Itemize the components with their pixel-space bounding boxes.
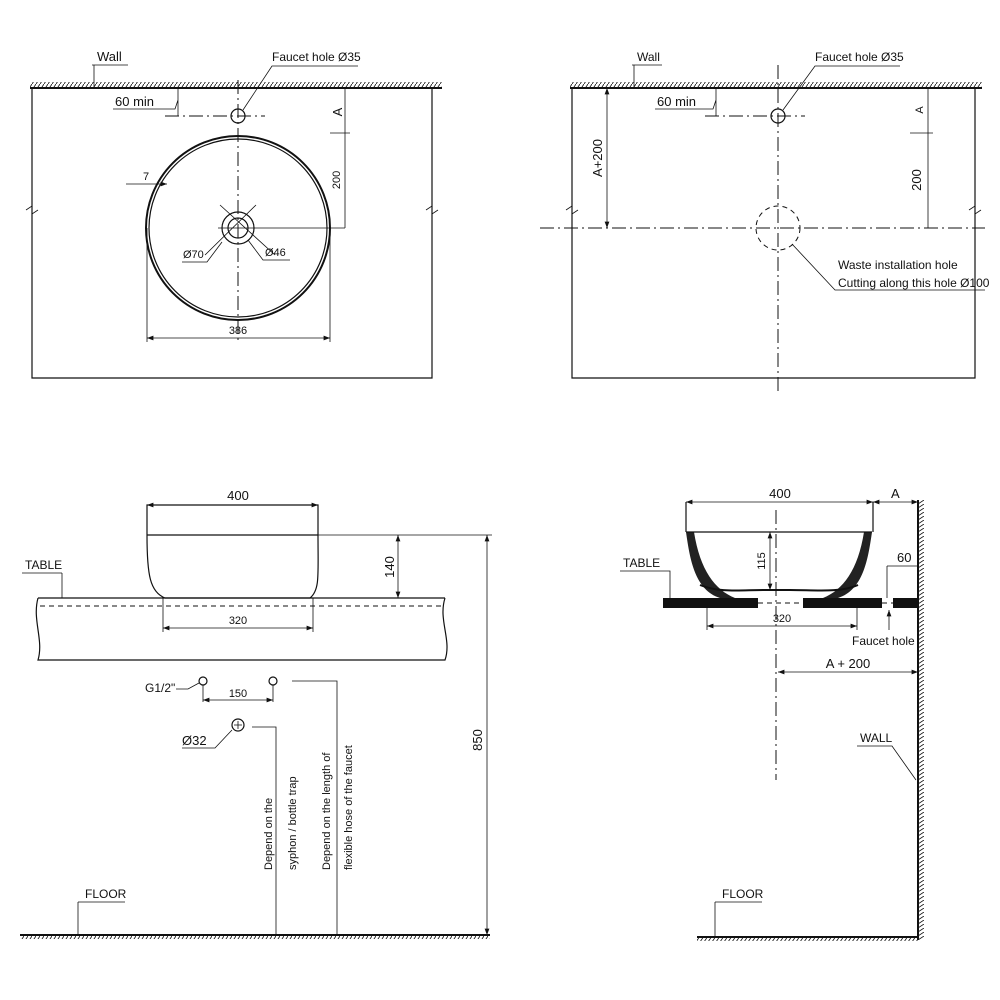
min-distance-dim [655,88,717,116]
table-section [663,598,918,608]
basin-bottom-section [699,584,859,592]
drain-label: Ø32 [182,733,207,748]
inlet-label: G1/2" [145,681,175,695]
wall-label: WALL [860,731,893,745]
top-left-plan-view: Wall Faucet hole Ø35 60 min A 200 7 Ø70 … [25,49,442,379]
dim-200: 200 [331,171,343,189]
table-label: TABLE [25,558,62,572]
diameter-70-leader [182,241,223,263]
break-marks [565,205,982,215]
table-label: TABLE [623,556,660,570]
dim-150: 150 [229,688,247,700]
dim-diameter-70: Ø70 [183,249,204,261]
water-inlet-left [198,676,208,686]
min-distance-label: 60 min [657,94,696,109]
floor-label: FLOOR [722,887,764,901]
min-distance-label: 60 min [115,94,154,109]
basin-upper-body [146,504,319,535]
syphon-dim-line [252,726,277,935]
dim-a-plus-200: A+200 [590,139,605,177]
bottom-right-section-view: 400 A 115 320 60 Faucet hole A + 200 TAB… [620,486,924,941]
faucet-hole-label: Faucet hole Ø35 [272,50,361,64]
dim-850: 850 [470,729,485,751]
table-leader [620,570,671,598]
waste-note-leader [791,243,985,291]
dim-386-extension [146,228,331,342]
wall-leader [857,745,917,781]
hose-dim-line [292,680,338,935]
dim-a-plus-200: A + 200 [826,656,870,671]
floor-hatch [697,937,918,941]
table-slab [35,597,448,661]
floor-leader [714,901,762,937]
countertop-outline [571,88,976,379]
wall-leader [92,64,128,88]
wall-hatch [570,82,982,88]
dim-386: 386 [229,325,247,337]
faucet-hole-leader [782,65,900,111]
drain-outlet [231,718,245,732]
hose-note-line1: Depend on the length of [321,752,333,870]
floor-label: FLOOR [85,887,127,901]
wall-label: Wall [637,50,660,64]
dim-400: 400 [769,486,791,501]
countertop-outline [31,88,433,379]
drain-outlet-cross [234,721,242,729]
drain-leader [182,729,233,749]
syphon-note-line1: Depend on the [263,798,275,870]
faucet-hole-label: Faucet hole Ø35 [815,50,904,64]
drain-crosshair [204,204,345,256]
floor-leader [77,901,125,935]
dim-60: 60 [897,550,911,565]
wall-hatch [30,82,442,88]
diameter-46-leader [247,239,290,261]
dim-a: A [330,107,345,116]
dim-320: 320 [229,615,247,627]
basin-rim [685,502,874,533]
dim-200: 200 [909,169,924,191]
faucet-hole-leader [242,65,358,111]
basin-body [146,534,319,599]
wall-hatch [918,500,924,940]
hose-note-line2: flexible hose of the faucet [343,745,355,870]
bottom-left-front-elevation: 320 400 140 850 TABLE 150 G1/2" Ø32 Depe… [20,488,492,939]
min-distance-dim [113,88,179,116]
waste-note-line1: Waste installation hole [838,258,958,272]
wall-leader [632,64,662,88]
floor-hatch [20,935,490,939]
table-leader [22,572,63,598]
dim-60-line [886,565,918,598]
waste-note-line2: Cutting along this hole Ø100 [838,276,990,290]
waste-hole [755,205,801,251]
water-inlet-right [268,676,278,686]
dim-400: 400 [227,488,249,503]
top-right-plan-view: Wall Faucet hole Ø35 60 min A+200 A 200 … [540,50,990,392]
syphon-note-line2: syphon / bottle trap [287,776,299,870]
dim-7: 7 [143,171,149,183]
dim-a: A [914,106,926,114]
dim-115: 115 [756,552,768,570]
dim-320: 320 [773,613,791,625]
dim-a: A [891,486,900,501]
inlet-leader [176,682,200,690]
dim-diameter-46: Ø46 [265,247,286,259]
dim-140: 140 [382,556,397,578]
faucet-hole-label: Faucet hole [852,634,915,648]
break-marks [25,205,439,215]
wall-label: Wall [97,49,122,64]
